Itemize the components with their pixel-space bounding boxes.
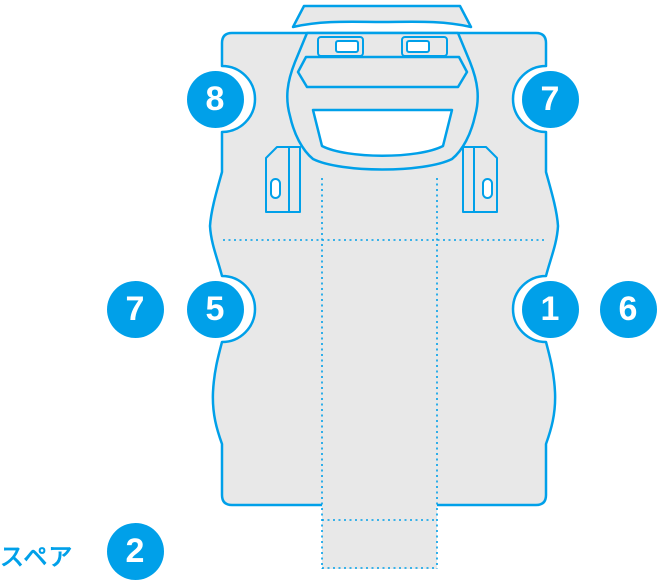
spare-label: スペア: [0, 544, 74, 571]
callout-marker-8: 8: [186, 70, 244, 128]
side-tab-left: [265, 146, 301, 213]
callout-marker-1: 1: [521, 280, 579, 338]
upper-band: [296, 55, 469, 89]
top-flap: [291, 4, 473, 29]
side-tab-left-slot: [270, 178, 281, 199]
callout-marker-7-left: 7: [106, 280, 164, 338]
center-strip: [322, 178, 437, 569]
callout-marker-5: 5: [186, 280, 244, 338]
callout-marker-7-top: 7: [521, 70, 579, 128]
visor-right-inner: [406, 40, 430, 53]
callout-marker-6: 6: [599, 280, 657, 338]
side-tab-right-slot: [482, 178, 493, 199]
callout-marker-2-spare: 2: [106, 522, 164, 580]
visor-left-inner: [335, 40, 359, 53]
window-cutout: [311, 108, 454, 157]
side-tab-right: [462, 146, 498, 213]
